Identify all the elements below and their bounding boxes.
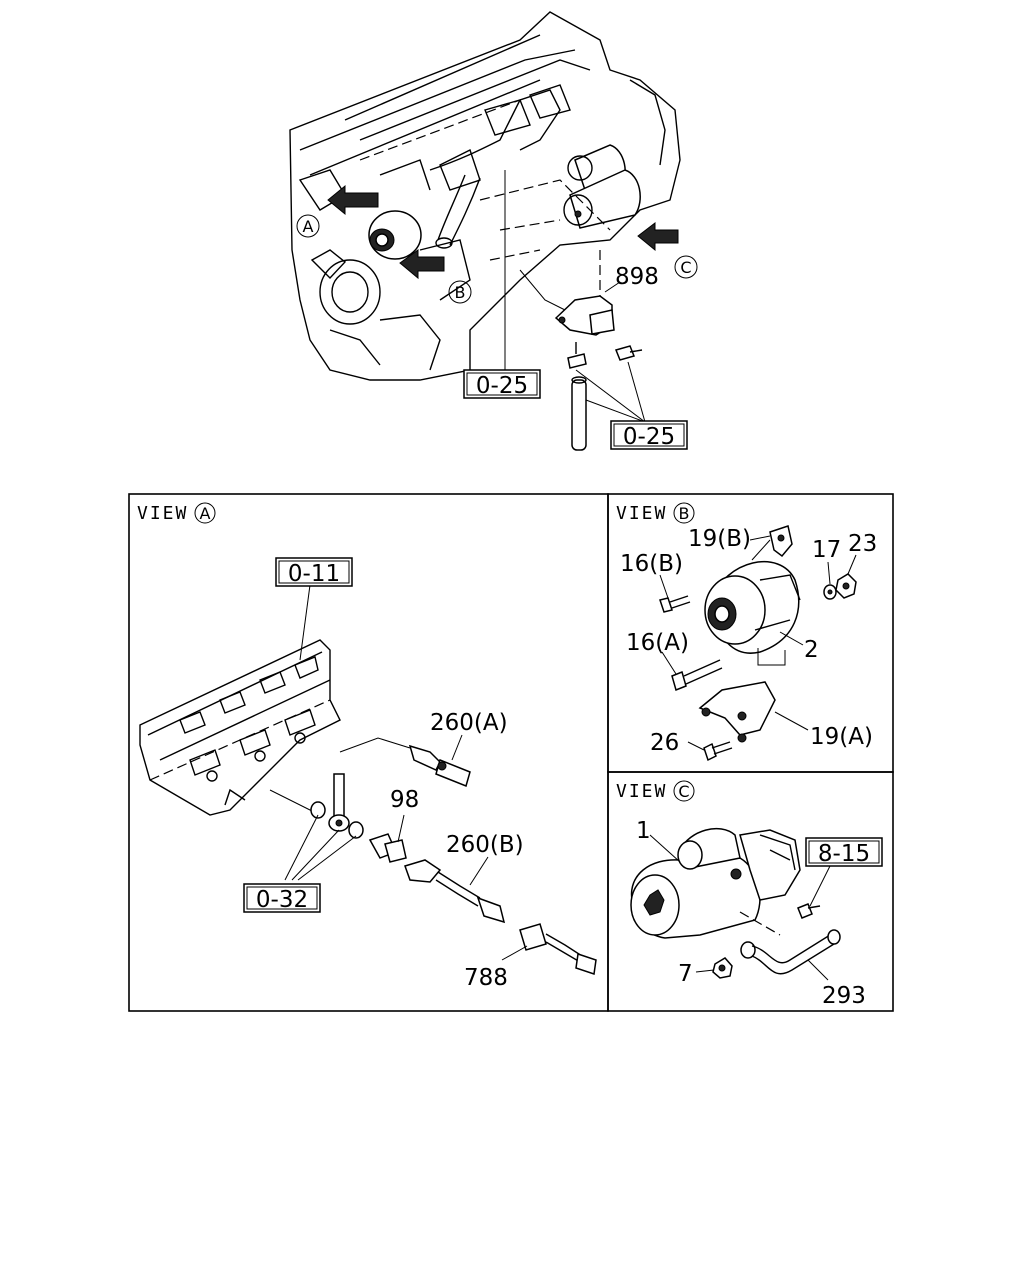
callout-260b: 260(B) bbox=[446, 832, 524, 858]
arrow-c-icon bbox=[637, 221, 679, 252]
svg-text:0-11: 0-11 bbox=[288, 561, 340, 587]
marker-c: C bbox=[674, 255, 698, 279]
harness-788: 788 bbox=[464, 923, 597, 991]
callout-2: 2 bbox=[804, 637, 819, 663]
svg-text:0-25: 0-25 bbox=[623, 424, 675, 450]
view-b-nut-23: 23 bbox=[835, 531, 877, 599]
callout-16b: 16(B) bbox=[620, 551, 683, 577]
arrow-b-icon bbox=[399, 249, 445, 280]
callout-293: 293 bbox=[822, 983, 866, 1009]
view-c-title: VIEW C bbox=[616, 780, 695, 802]
view-c-panel bbox=[607, 771, 894, 1012]
callout-98: 98 bbox=[390, 787, 419, 813]
svg-text:B: B bbox=[455, 283, 466, 302]
view-b-washer-17: 17 bbox=[812, 537, 841, 600]
svg-text:0-25: 0-25 bbox=[476, 373, 528, 399]
view-a-title: VIEW A bbox=[137, 502, 216, 524]
svg-text:B: B bbox=[679, 504, 690, 523]
marker-b: B bbox=[448, 280, 472, 304]
bolt-washers-0-32 bbox=[284, 773, 364, 881]
svg-text:A: A bbox=[303, 217, 314, 236]
view-b-bolt-16a: 16(A) bbox=[626, 630, 723, 692]
adapter-98: 98 bbox=[368, 787, 419, 863]
view-b-bracket-19a: 19(A) bbox=[698, 648, 873, 750]
arrow-a-icon bbox=[327, 184, 379, 216]
view-b-title: VIEW B bbox=[616, 502, 695, 524]
callout-19a: 19(A) bbox=[810, 724, 873, 750]
callout-23: 23 bbox=[848, 531, 877, 557]
svg-text:0-32: 0-32 bbox=[256, 887, 308, 913]
sensor-260b: 260(B) bbox=[404, 832, 524, 924]
svg-text:C: C bbox=[680, 258, 691, 277]
callout-1: 1 bbox=[636, 818, 651, 844]
callout-898: 898 bbox=[615, 264, 659, 290]
sensor-898-group: 898 bbox=[554, 264, 659, 451]
callout-260a: 260(A) bbox=[430, 710, 508, 736]
view-c-nut-7: 7 bbox=[678, 957, 733, 987]
ref-box-main-2: 0-25 bbox=[610, 420, 688, 450]
view-c-cable-293: 293 bbox=[740, 929, 866, 1009]
ref-box-main-1: 0-25 bbox=[463, 369, 541, 399]
ref-box-0-32: 0-32 bbox=[243, 883, 321, 913]
view-b-bolt-16b: 16(B) bbox=[620, 551, 691, 613]
svg-text:VIEW: VIEW bbox=[616, 781, 667, 802]
view-b-bolt-26: 26 bbox=[650, 730, 733, 762]
svg-text:VIEW: VIEW bbox=[616, 503, 667, 524]
callout-788: 788 bbox=[464, 965, 508, 991]
callout-26: 26 bbox=[650, 730, 679, 756]
callout-16a: 16(A) bbox=[626, 630, 689, 656]
view-c-starter: 1 bbox=[630, 818, 801, 939]
view-a-cylinder-head bbox=[139, 584, 411, 816]
view-b-bracket-19b: 19(B) bbox=[688, 525, 793, 561]
svg-text:8-15: 8-15 bbox=[818, 841, 870, 867]
callout-17: 17 bbox=[812, 537, 841, 563]
sensor-260a: 260(A) bbox=[408, 710, 508, 788]
engine-assembly bbox=[289, 11, 681, 395]
view-c-bolt bbox=[797, 903, 821, 919]
svg-text:A: A bbox=[200, 504, 211, 523]
svg-text:VIEW: VIEW bbox=[137, 503, 188, 524]
callout-7: 7 bbox=[678, 961, 693, 987]
ref-box-8-15: 8-15 bbox=[805, 837, 883, 907]
ref-box-0-11: 0-11 bbox=[275, 557, 353, 587]
view-b-alternator: 2 bbox=[704, 561, 819, 663]
marker-a: A bbox=[296, 214, 320, 238]
svg-text:C: C bbox=[678, 782, 689, 801]
view-arrows bbox=[327, 184, 679, 280]
callout-19b: 19(B) bbox=[688, 526, 751, 552]
